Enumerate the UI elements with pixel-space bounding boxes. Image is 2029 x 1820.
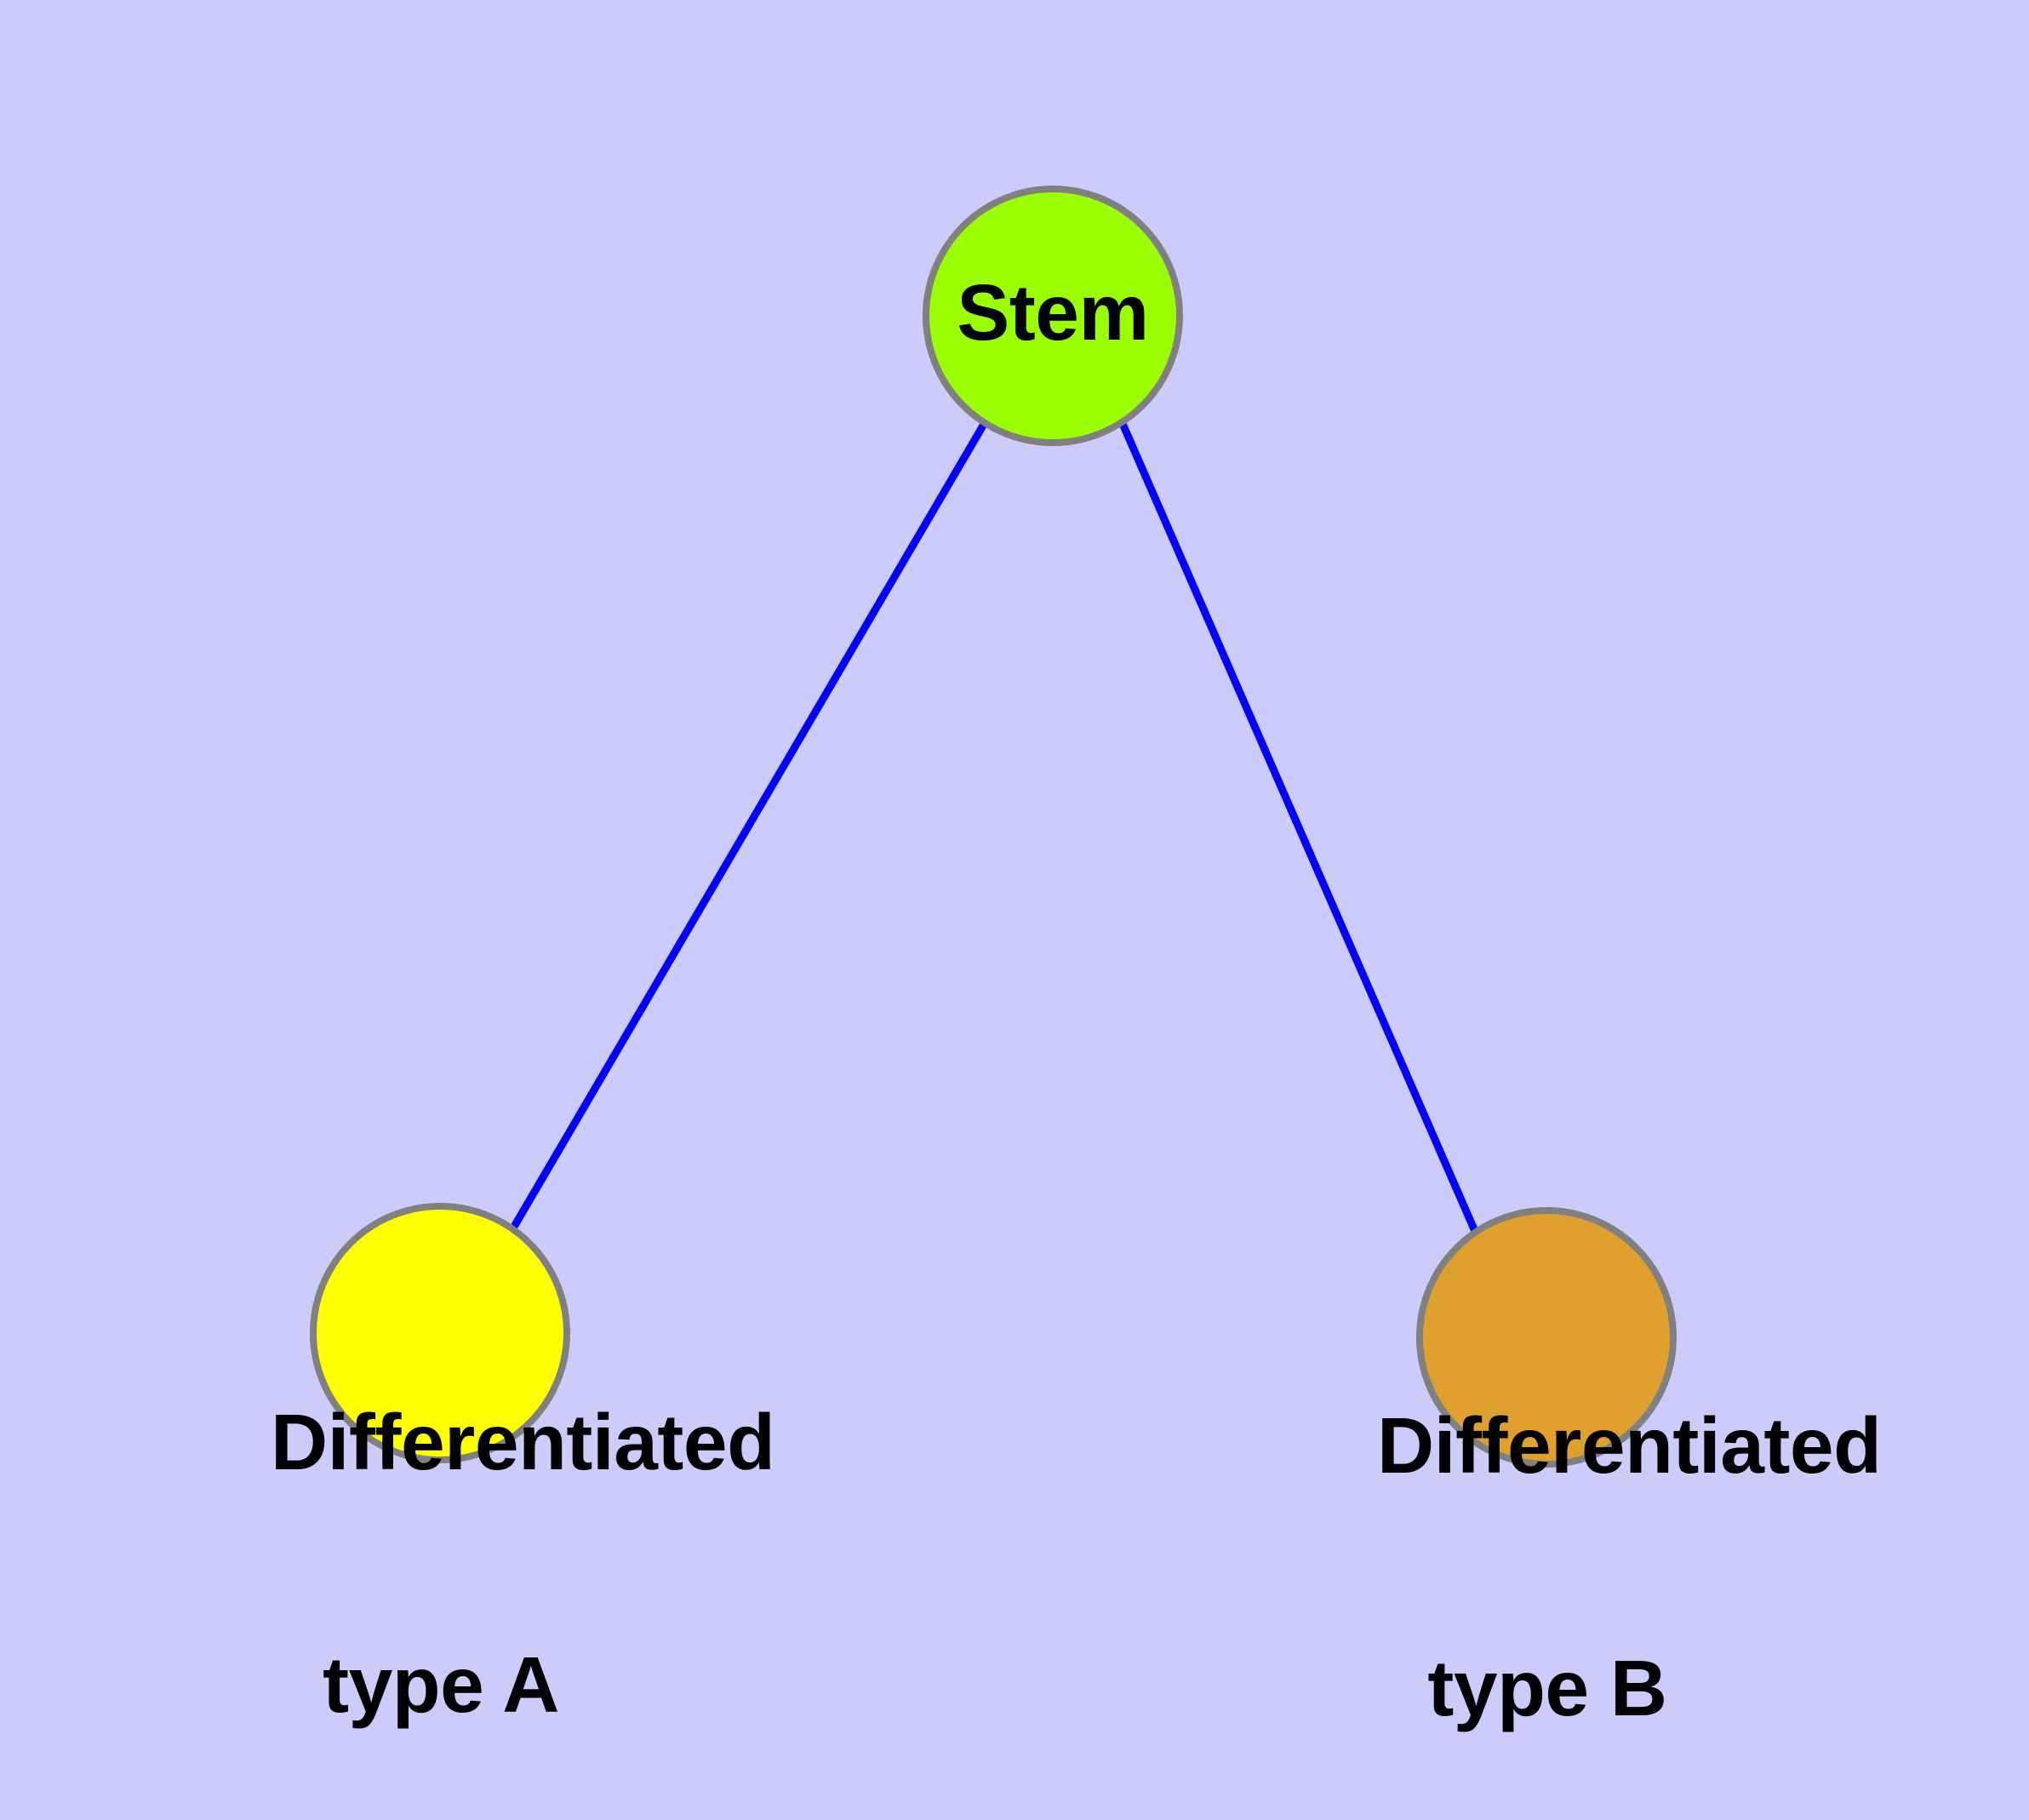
edge-stem-to-type-a	[510, 421, 987, 1231]
node-label-line-1: Differentiated	[1377, 1401, 1882, 1490]
node-label-line-2: type B	[1427, 1644, 1667, 1732]
node-differentiated-type-a[interactable]	[310, 1203, 570, 1463]
node-label-line-1: Differentiated	[271, 1398, 775, 1486]
node-label-differentiated-type-b: Differentiated type B	[1377, 1244, 1882, 1820]
edge-stem-to-type-b	[1119, 421, 1478, 1233]
node-label-stem: Stem	[957, 268, 1149, 357]
node-label-line-2: type A	[323, 1640, 559, 1729]
node-differentiated-type-b[interactable]	[1416, 1207, 1677, 1468]
node-stem[interactable]	[923, 186, 1183, 446]
node-label-differentiated-type-a: Differentiated type A	[271, 1240, 775, 1820]
